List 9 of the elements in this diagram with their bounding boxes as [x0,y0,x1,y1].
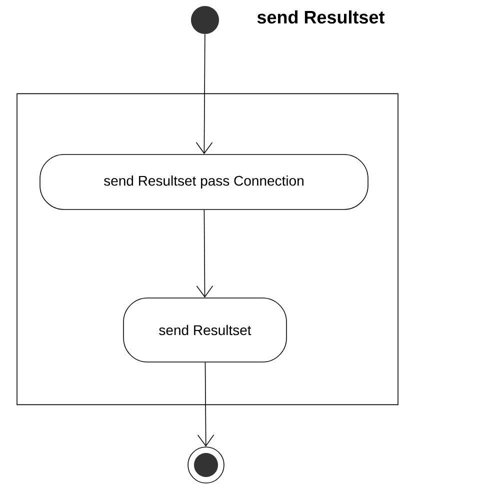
arrow [196,210,214,298]
action-box: send Resultset pass Connection [40,154,368,210]
arrow [197,362,214,447]
frame-box [16,93,398,406]
start-node [191,6,219,34]
arrow [196,34,213,154]
action-box: send Resultset [123,298,287,362]
end-node [188,446,224,484]
node-caption: send Resultset [257,10,385,24]
